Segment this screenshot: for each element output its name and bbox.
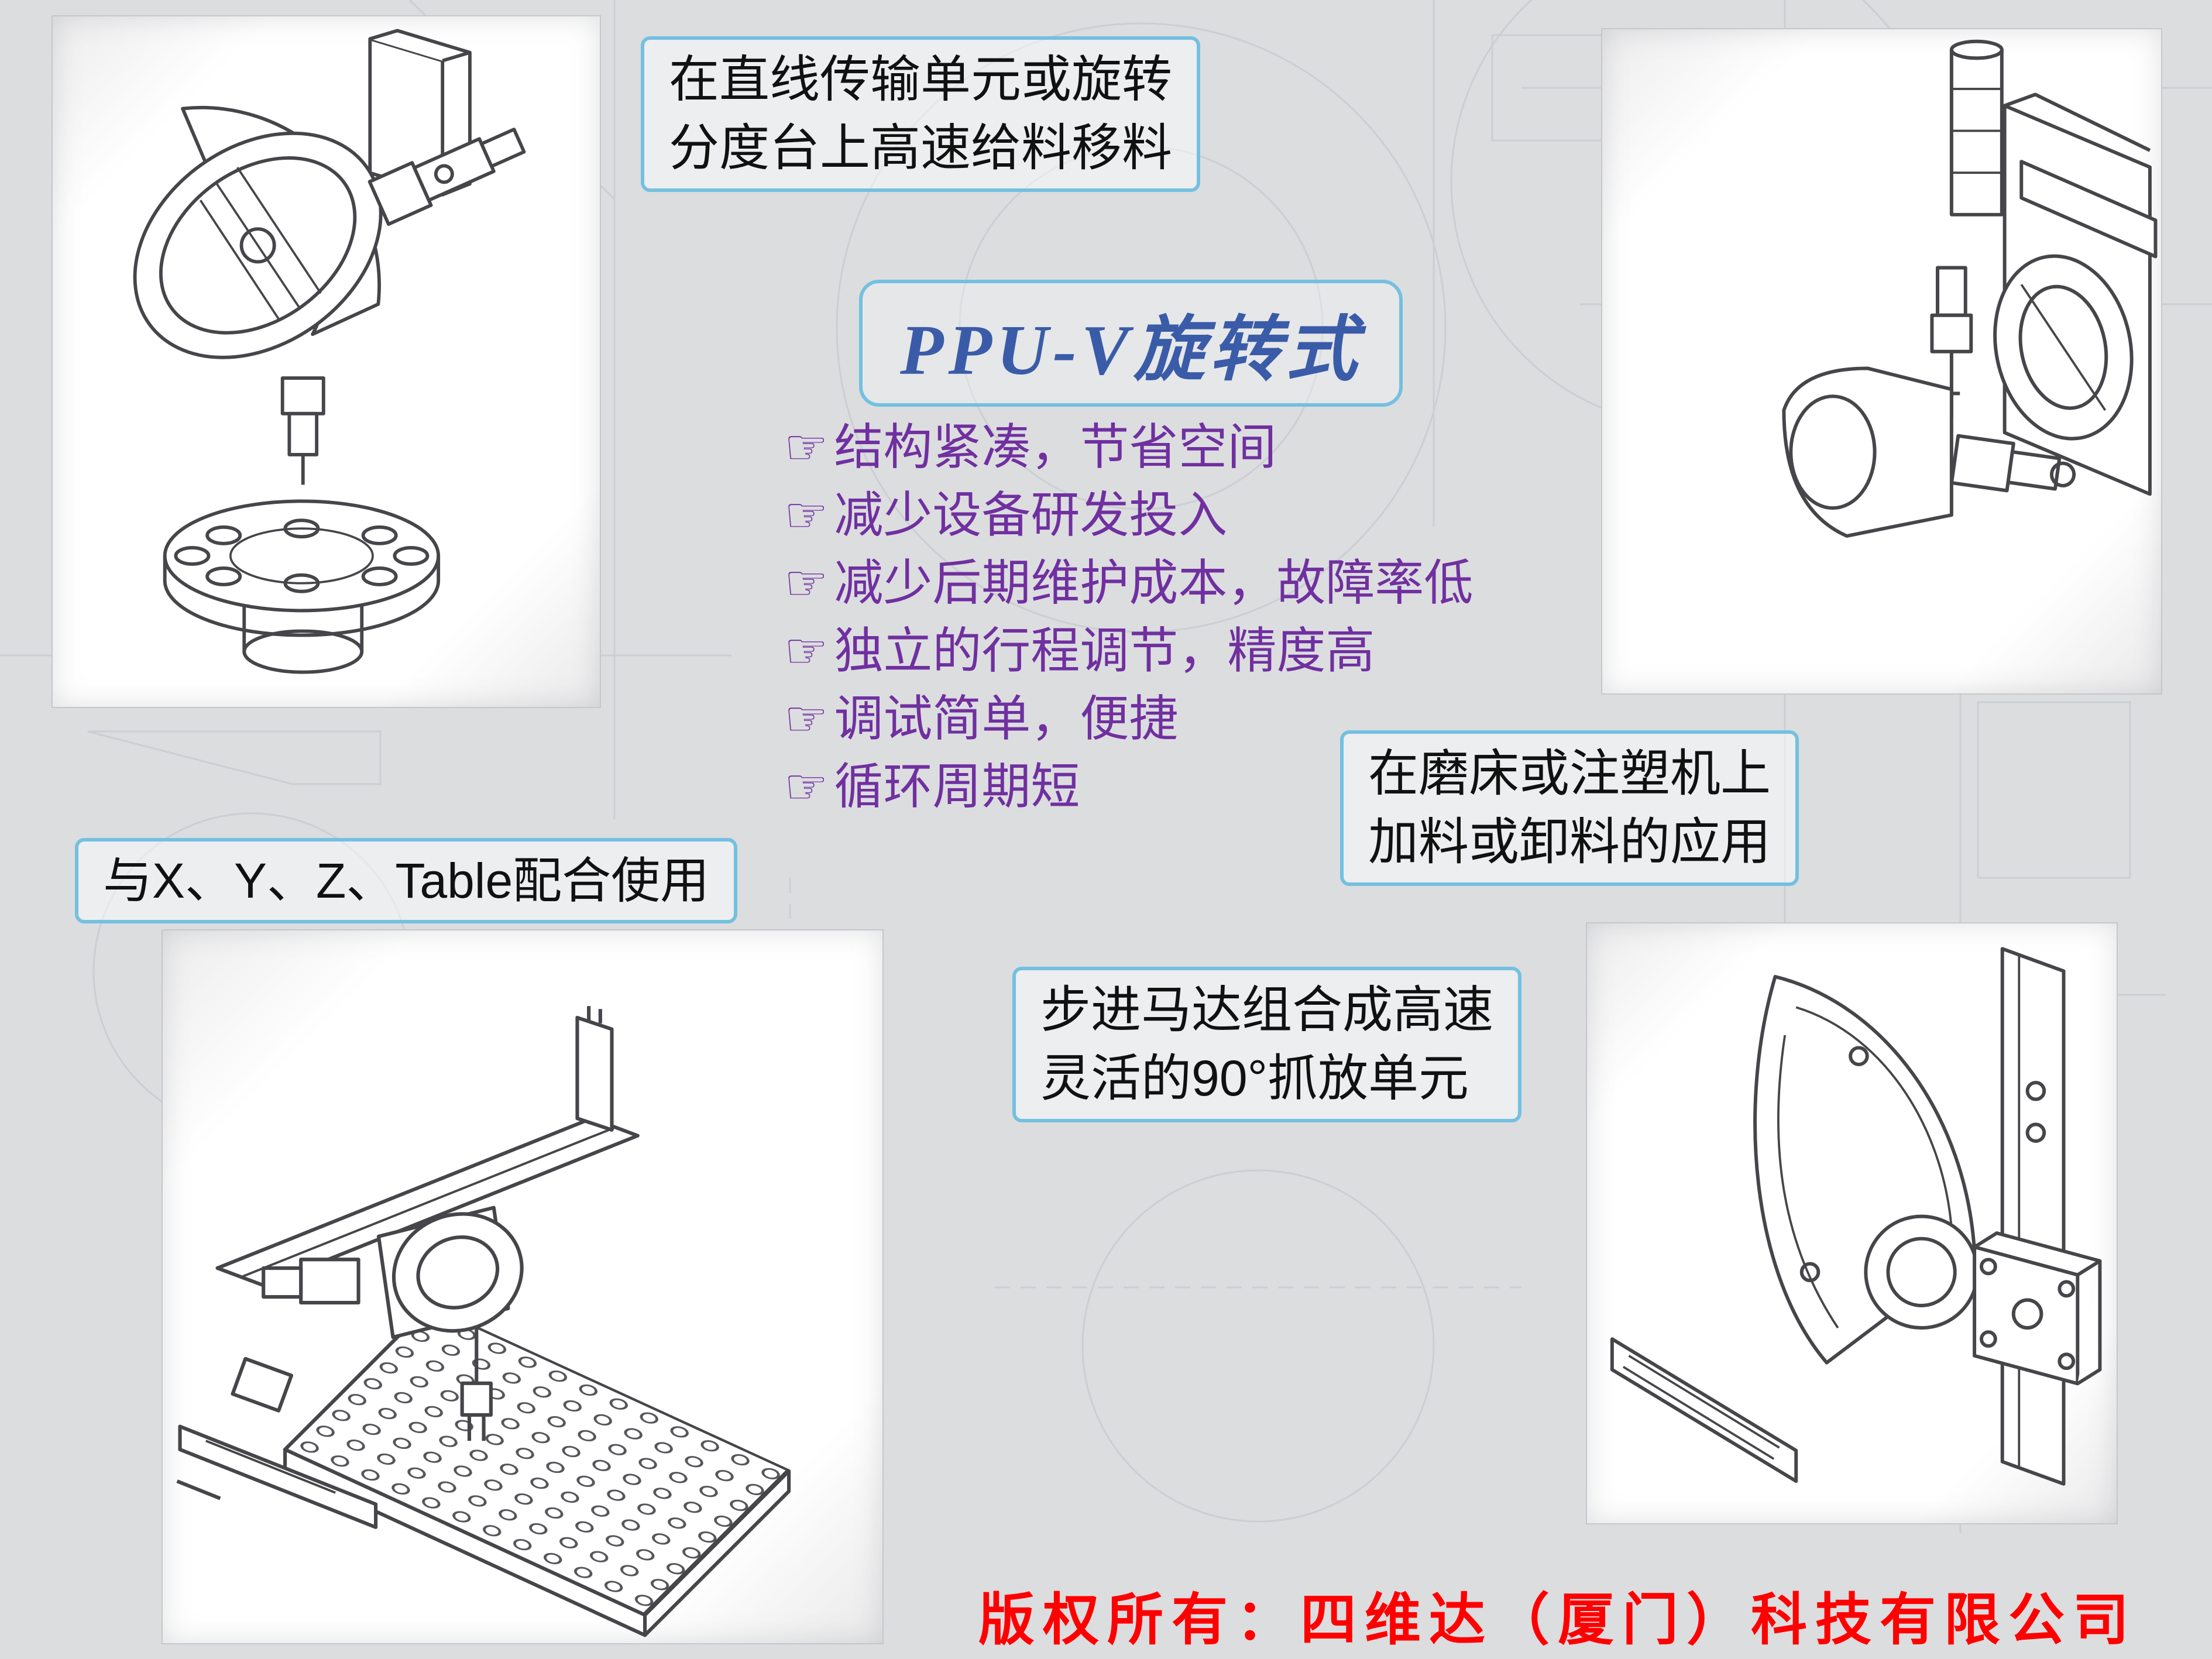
- feature-item: ☞结构紧凑，节省空间: [784, 413, 1473, 481]
- feature-item: ☞调试简单，便捷: [784, 685, 1473, 753]
- image-gantry-perforated-table: [163, 930, 882, 1643]
- rotary-unit-index-table-drawing: [133, 29, 526, 674]
- pointing-hand-icon: ☞: [784, 623, 829, 678]
- feature-item: ☞减少设备研发投入: [784, 481, 1473, 549]
- machine-mounted-unit-drawing: [1782, 39, 2158, 538]
- callout-grinder-application-line1: 在磨床或注塑机上: [1368, 746, 1771, 802]
- pointing-hand-icon: ☞: [784, 420, 829, 475]
- callout-linear-transfer-line1: 在直线传输单元或旋转: [669, 51, 1172, 108]
- callout-stepper-motor: 步进马达组合成高速 灵活的90°抓放单元: [1012, 967, 1521, 1122]
- pointing-hand-icon: ☞: [784, 555, 829, 610]
- callout-grinder-application: 在磨床或注塑机上 加料或卸料的应用: [1340, 730, 1799, 886]
- copyright-text: 版权所有：四维达（厦门）科技有限公司: [978, 1589, 2137, 1651]
- page-title: PPU-V旋转式: [859, 280, 1403, 407]
- callout-xyz-table: 与X、Y、Z、Table配合使用: [75, 838, 738, 924]
- feature-text: 减少后期维护成本，故障率低: [834, 555, 1473, 610]
- image-unit-closeup: [1587, 923, 2117, 1523]
- pointing-hand-icon: ☞: [784, 759, 829, 814]
- feature-text: 减少设备研发投入: [834, 487, 1228, 542]
- callout-linear-transfer-line2: 分度台上高速给料移料: [669, 119, 1172, 176]
- feature-text: 调试简单，便捷: [834, 691, 1179, 746]
- pointing-hand-icon: ☞: [784, 487, 829, 542]
- unit-closeup-drawing: [1610, 947, 2102, 1486]
- feature-list: ☞结构紧凑，节省空间 ☞减少设备研发投入 ☞减少后期维护成本，故障率低 ☞独立的…: [784, 413, 1473, 820]
- callout-linear-transfer: 在直线传输单元或旋转 分度台上高速给料移料: [641, 36, 1200, 192]
- gantry-perforated-table-drawing: [176, 1006, 791, 1637]
- callout-stepper-motor-line2: 灵活的90°抓放单元: [1040, 1050, 1469, 1107]
- feature-text: 循环周期短: [834, 759, 1080, 814]
- callout-stepper-motor-line1: 步进马达组合成高速: [1040, 982, 1493, 1038]
- feature-text: 独立的行程调节，精度高: [834, 623, 1375, 678]
- feature-item: ☞循环周期短: [784, 753, 1473, 820]
- feature-item: ☞减少后期维护成本，故障率低: [784, 549, 1473, 617]
- feature-item: ☞独立的行程调节，精度高: [784, 617, 1473, 685]
- image-machine-mounted-unit: [1602, 29, 2161, 693]
- feature-text: 结构紧凑，节省空间: [834, 420, 1277, 475]
- image-rotary-unit-index-table: [53, 16, 600, 707]
- pointing-hand-icon: ☞: [784, 691, 829, 746]
- callout-grinder-application-line2: 加料或卸料的应用: [1368, 813, 1771, 870]
